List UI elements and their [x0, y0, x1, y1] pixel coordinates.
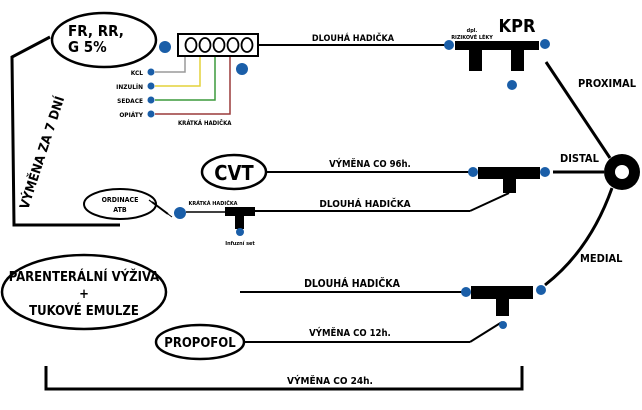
kpr-tee-2 — [497, 41, 539, 50]
kpr-title: KPR — [499, 16, 536, 37]
seven-day-label: VÝMĚNA ZA 7 DNÍ — [17, 94, 69, 211]
opiaty-line — [155, 57, 231, 115]
med-dot — [147, 82, 155, 90]
med-dot — [147, 96, 155, 104]
infuzni-dot — [236, 228, 244, 236]
parenteral-line2: + — [79, 287, 89, 302]
vymena-96-label: VÝMĚNA CO 96h. — [329, 158, 411, 170]
vymena-12-label: VÝMĚNA CO 12h. — [309, 327, 391, 339]
manifold-port — [184, 37, 198, 53]
proximal-label: PROXIMAL — [578, 77, 637, 90]
medial-label: MEDIAL — [580, 252, 623, 265]
cvt-title: CVT — [214, 161, 254, 185]
manifold-port — [198, 37, 212, 53]
kpr-left-dot — [444, 40, 454, 50]
medial-tee-stem — [496, 298, 509, 316]
kpr-bottom-dot — [507, 80, 517, 90]
fr-connector-dot — [159, 41, 171, 53]
kcl-line — [155, 57, 186, 73]
sedace-line — [155, 57, 216, 101]
atb-dot — [174, 207, 186, 219]
seven-day-bracket — [10, 35, 120, 227]
kpr-tee-2-stem — [511, 49, 524, 71]
dlouha-bottom-label: DLOUHÁ HADIČKA — [304, 277, 401, 290]
infuzni-set-label: Infuzní set — [225, 240, 255, 247]
parenteral-line3: TUKOVÉ EMULZE — [29, 303, 139, 319]
infuzni-tee-stem — [235, 215, 244, 229]
parenteral-line1: PARENTERÁLNÍ VÝŽIVA — [9, 269, 159, 285]
dlouha-mid-join — [469, 192, 510, 212]
parenteral-node — [0, 253, 168, 331]
fr-rr-g-node — [50, 11, 158, 69]
ordinace-line2: ATB — [113, 206, 127, 214]
inzulin-line — [155, 57, 201, 87]
cvt-tee-stem — [503, 178, 516, 193]
cannula-lumen — [615, 165, 629, 179]
syringe-icon — [148, 199, 173, 218]
kpr-tee-1-stem — [469, 49, 482, 71]
vymena-24-label: VÝMĚNA CO 24h. — [287, 374, 373, 387]
med-dot — [147, 68, 155, 76]
manifold-port — [240, 37, 254, 53]
kpr-right-dot — [540, 39, 550, 49]
medial-line — [544, 187, 614, 287]
fr-rr-g-line1: FR, RR, — [68, 22, 124, 40]
twentyfour-hour-bracket — [44, 366, 524, 391]
infuzni-tee — [225, 207, 255, 216]
fr-rr-g-line2: G 5% — [68, 38, 107, 56]
med-label-opiaty: OPIÁTY — [119, 110, 143, 119]
manifold-port — [212, 37, 226, 53]
manifold-port — [226, 37, 240, 53]
medial-tee — [471, 286, 533, 299]
kratka-hadicka-small: KRÁTKÁ HADIČKA — [178, 120, 232, 127]
kpr-caption-2: RIZIKOVÉ LÉKY — [451, 33, 493, 41]
propofol-join — [469, 321, 503, 343]
medial-right-dot — [536, 285, 546, 295]
distal-label: DISTAL — [560, 152, 600, 165]
ordinace-line1: ORDINACE — [102, 196, 139, 204]
cvt-right-dot — [540, 167, 550, 177]
top-long-tube-label: DLOUHÁ HADIČKA — [312, 32, 395, 44]
dlouha-mid-label: DLOUHÁ HADIČKA — [319, 197, 410, 210]
ordinace-node — [83, 188, 157, 220]
kratka-mid-label: KRÁTKÁ HADIČKA — [188, 200, 237, 207]
manifold-dot — [236, 63, 248, 75]
kpr-caption-1: dpl. — [467, 28, 478, 34]
med-label-sedace: SEDACE — [117, 97, 143, 105]
medial-left-dot — [461, 287, 471, 297]
med-label-inzulin: INZULÍN — [116, 82, 143, 91]
kpr-tee-1 — [455, 41, 497, 50]
cvt-tee — [478, 167, 540, 179]
proximal-line — [544, 61, 612, 159]
cvt-left-dot — [468, 167, 478, 177]
propofol-title: PROPOFOL — [164, 336, 236, 351]
medial-bottom-dot — [499, 321, 507, 329]
med-label-kcl: KCL — [131, 69, 144, 77]
med-dot — [147, 110, 155, 118]
